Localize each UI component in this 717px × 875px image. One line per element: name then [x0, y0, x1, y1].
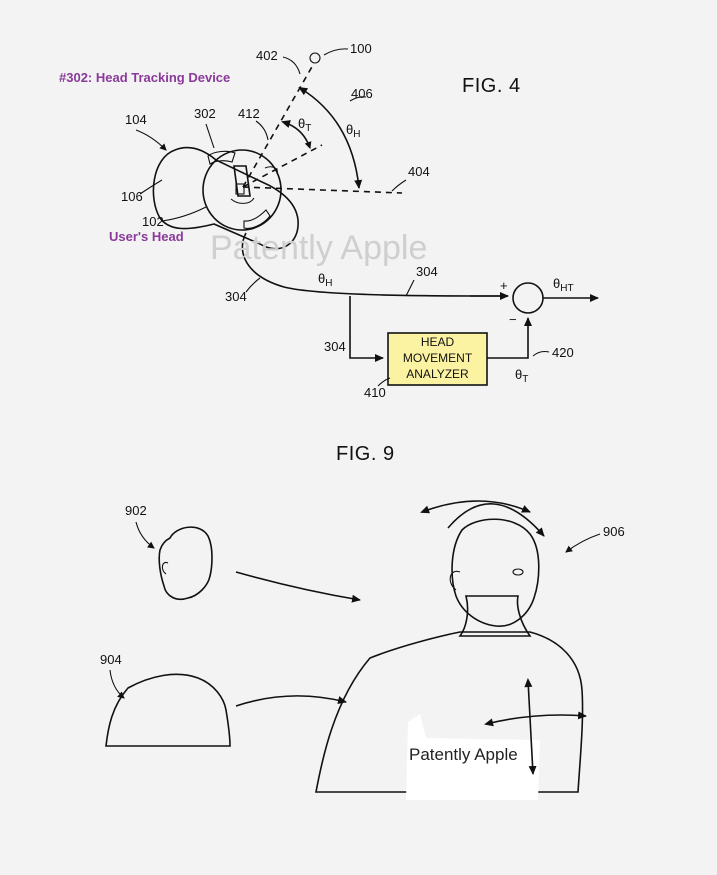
leader-302 — [205, 123, 215, 149]
theta-t-out-symbol: θT — [515, 367, 528, 385]
ref-412: 412 — [238, 106, 260, 121]
theta-h-line-symbol: θH — [318, 271, 332, 289]
ref-404: 404 — [408, 164, 430, 179]
theta-h-arc — [298, 86, 363, 189]
leader-902 — [135, 521, 155, 549]
leader-404 — [391, 179, 407, 192]
users-head-annotation: User's Head — [109, 229, 184, 244]
ref-902: 902 — [125, 503, 147, 518]
ref-100: 100 — [350, 41, 372, 56]
leader-406 — [349, 96, 367, 102]
analyzer-line3: ANALYZER — [406, 367, 469, 381]
theta-t-symbol: θT — [298, 116, 311, 134]
torso-mesh-906 — [315, 631, 584, 793]
fig4-title: FIG. 4 — [462, 75, 521, 97]
ref-104: 104 — [125, 112, 147, 127]
head-mesh-906-eye — [512, 568, 524, 576]
ref-410: 410 — [364, 385, 386, 400]
ear — [264, 166, 278, 175]
watermark-bottom: Patently Apple — [409, 745, 518, 764]
tracking-pad-top — [207, 150, 236, 165]
ref-304-top: 304 — [416, 264, 438, 279]
leader-104 — [135, 129, 167, 151]
leader-402 — [282, 56, 301, 75]
signal-line-theta-h — [241, 232, 509, 297]
plus-sign: + — [500, 278, 508, 293]
head-outline — [202, 149, 282, 231]
users-head-topdown — [152, 146, 299, 250]
analyzer-output-line — [487, 317, 532, 359]
torso-vertical-arrow — [524, 678, 537, 775]
torso-mesh-904 — [105, 673, 231, 747]
device-core — [235, 183, 245, 195]
fig9-title: FIG. 9 — [336, 443, 395, 465]
reference-direction-line — [242, 186, 403, 194]
ref-106: 106 — [121, 189, 143, 204]
head-mesh-902 — [158, 526, 213, 601]
leader-106 — [139, 179, 163, 195]
device-strap — [233, 165, 251, 197]
leader-904 — [109, 669, 125, 699]
leader-102 — [161, 206, 207, 222]
ref-402: 402 — [256, 48, 278, 63]
watermark-backdrop — [406, 714, 540, 800]
theta-h-symbol: θH — [346, 122, 360, 140]
tracking-pad-bottom — [243, 209, 271, 229]
ref-304-branch: 304 — [324, 339, 346, 354]
ref-420: 420 — [552, 345, 574, 360]
audio-source-point — [309, 52, 321, 64]
combined-mesh-906 — [315, 500, 587, 800]
branch-to-analyzer — [349, 296, 384, 362]
ref-906: 906 — [603, 524, 625, 539]
arrow-904-to-906 — [235, 695, 347, 707]
ref-102: 102 — [142, 214, 164, 229]
head-tracking-device-annotation: #302: Head Tracking Device — [59, 70, 230, 85]
minus-sign: − — [509, 312, 517, 327]
leader-304-top — [405, 279, 415, 297]
theta-t-arc — [281, 120, 312, 149]
head-mesh-906-ear — [449, 570, 461, 591]
leader-304-left — [245, 277, 261, 293]
neck-mesh-906 — [458, 595, 532, 637]
arrow-902-to-906 — [235, 571, 361, 603]
leader-412 — [255, 120, 269, 141]
head-movement-analyzer-box — [387, 332, 488, 386]
leader-100 — [323, 48, 349, 56]
theta-ht-symbol: θHT — [553, 276, 574, 294]
ref-406: 406 — [351, 86, 373, 101]
ref-904: 904 — [100, 652, 122, 667]
head-mesh-906 — [451, 518, 540, 627]
source-direction-line — [242, 64, 314, 188]
head-roll-arrow — [420, 500, 531, 514]
ref-302: 302 — [194, 106, 216, 121]
torso-rotation-arrow — [484, 711, 587, 727]
fig4-diagram: FIG. 4 #302: Head Tracking Device User's… — [59, 41, 599, 400]
leader-906 — [565, 533, 601, 553]
device-lower — [230, 197, 255, 204]
ref-304-left: 304 — [225, 289, 247, 304]
analyzer-line2: MOVEMENT — [403, 351, 473, 365]
leader-410 — [377, 377, 391, 387]
leader-420 — [532, 350, 550, 357]
summing-junction — [512, 282, 544, 314]
head-mesh-902-ear — [161, 561, 169, 575]
analyzer-line1: HEAD — [421, 335, 455, 349]
fig9-diagram: FIG. 9 902 904 906 — [100, 443, 625, 800]
head-yaw-arrow — [447, 503, 545, 537]
watermark-top: Patently Apple — [210, 229, 427, 267]
